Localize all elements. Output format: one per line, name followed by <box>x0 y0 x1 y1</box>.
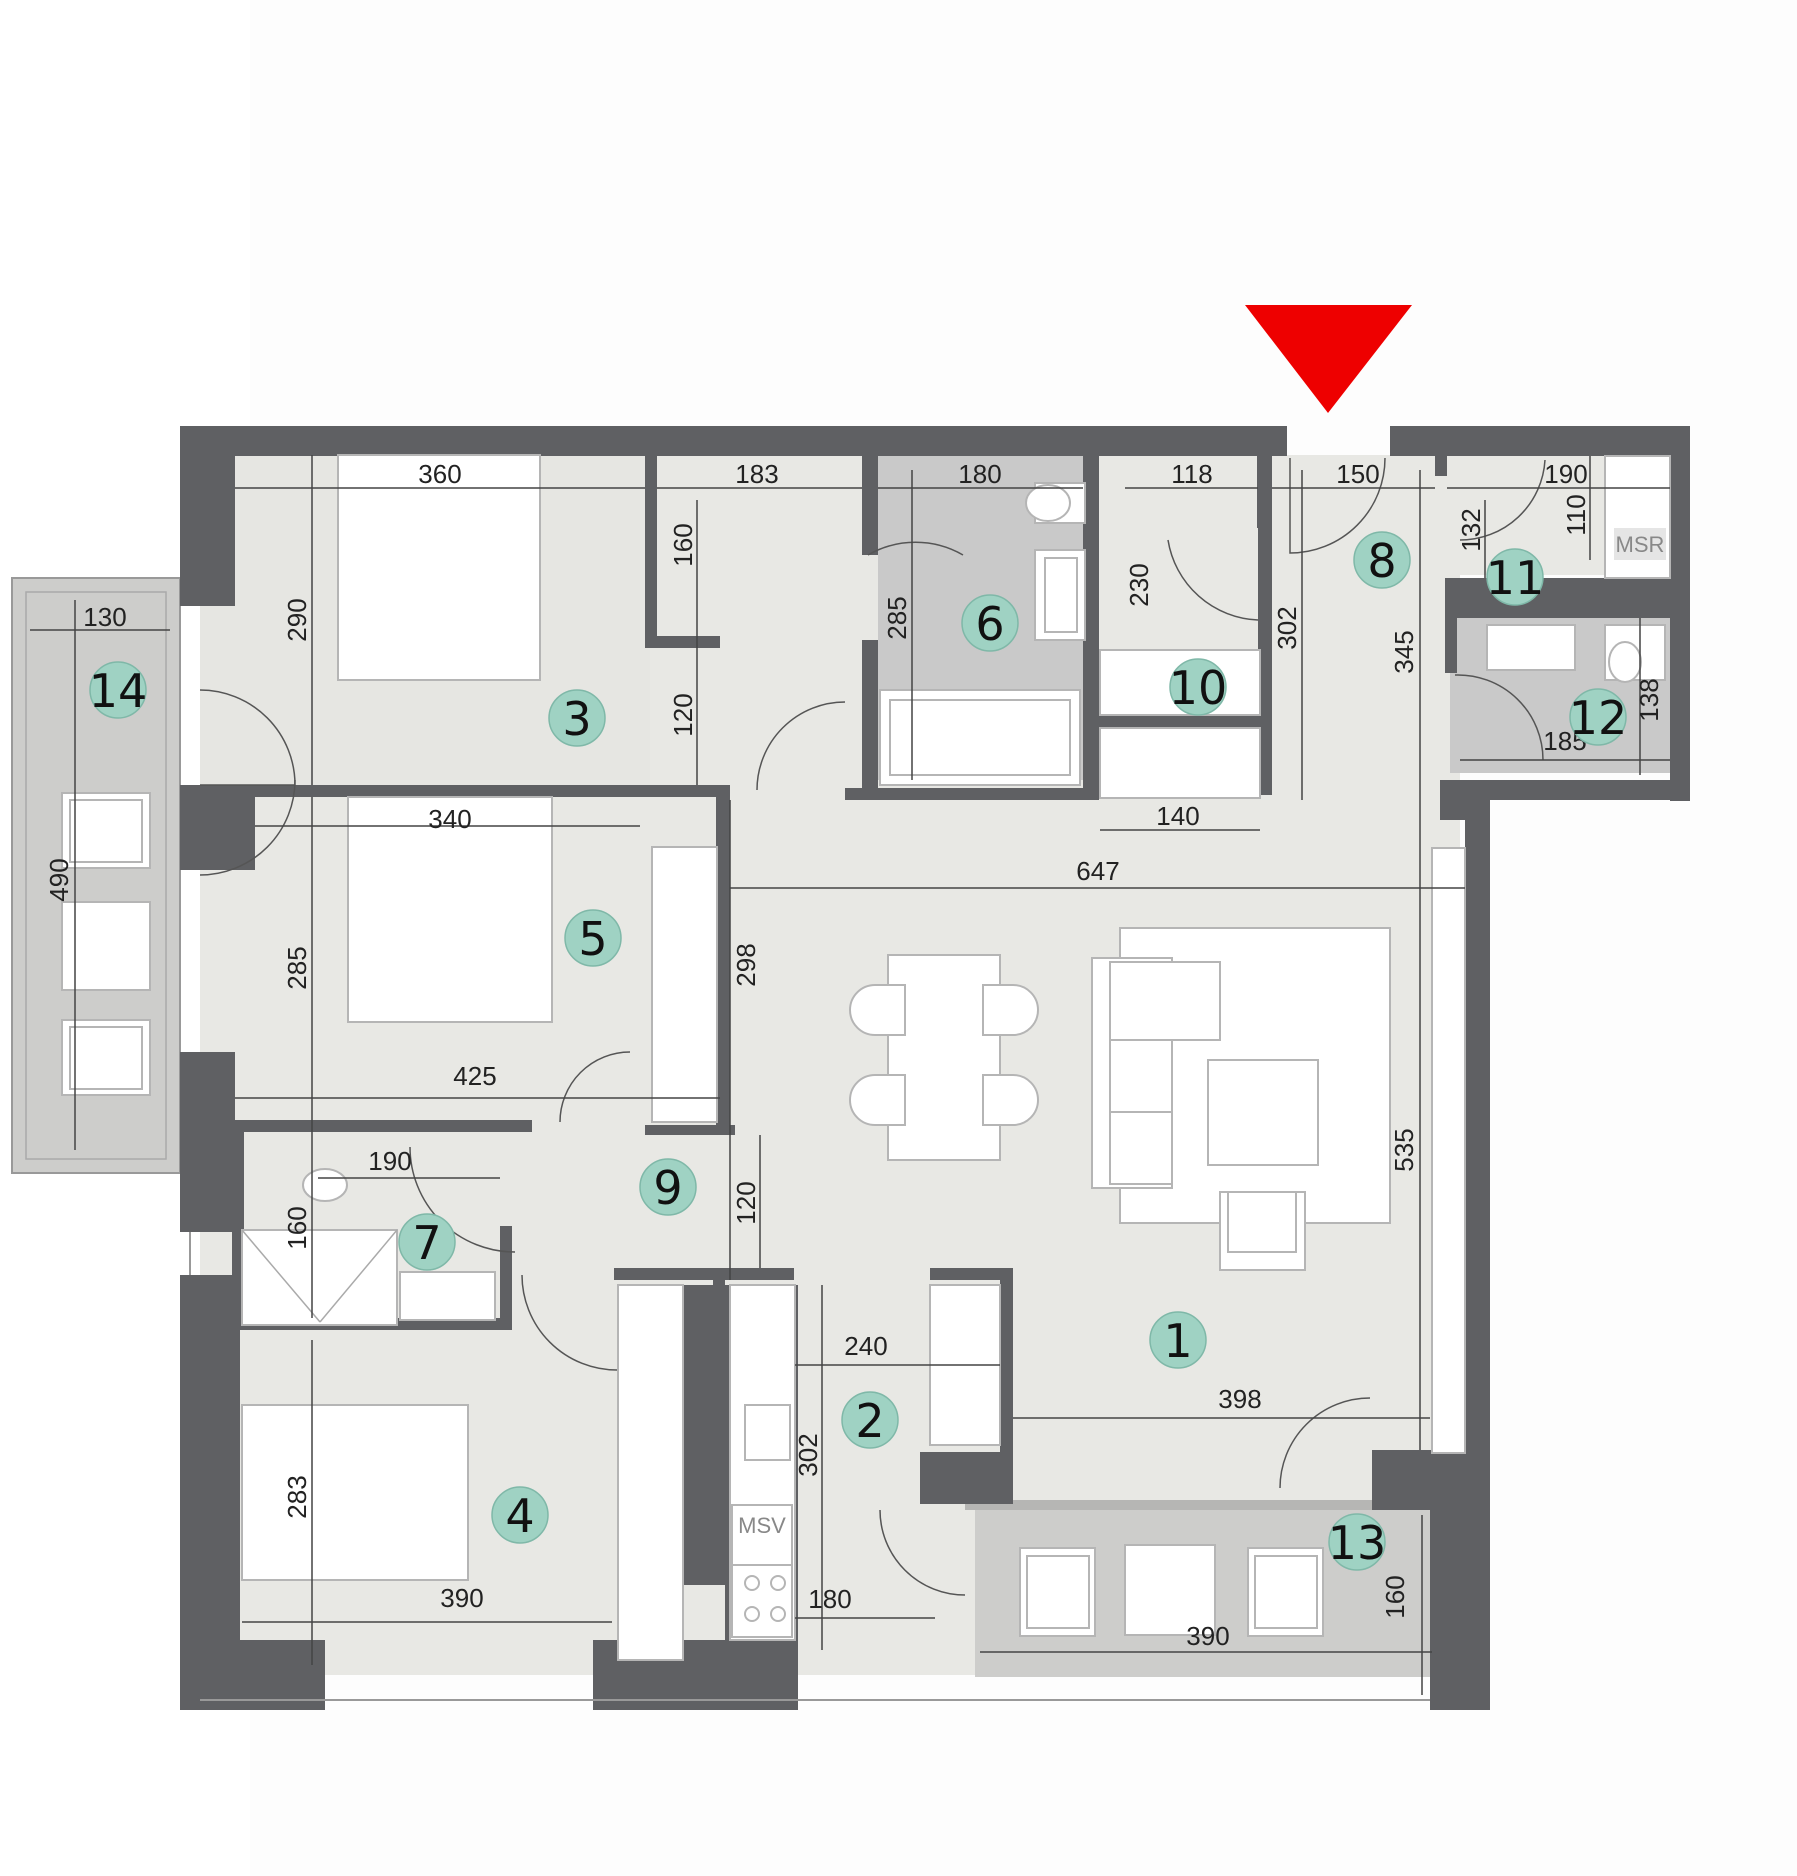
room-number-1: 1 <box>1163 1314 1192 1368</box>
room-number-8: 8 <box>1367 534 1396 588</box>
dim-storage10-width: 118 <box>1171 459 1212 489</box>
dim-room4-depth: 283 <box>282 1475 312 1518</box>
dimension-labels: 360 183 180 118 150 190 130 290 160 120 … <box>44 459 1664 1651</box>
dim-living-width: 647 <box>1076 856 1119 886</box>
room-number-6: 6 <box>975 597 1004 651</box>
dim-corridor-gap: 120 <box>668 693 698 736</box>
room-number-12: 12 <box>1569 691 1628 745</box>
room-badges: 1 2 3 4 5 6 7 8 9 10 11 12 13 14 <box>89 531 1628 1571</box>
dim-bath6-width: 180 <box>958 459 1001 489</box>
walls <box>180 426 1690 1710</box>
dim-storage10-depth: 230 <box>1124 563 1154 606</box>
dim-wc11-width: 190 <box>1544 459 1587 489</box>
furniture <box>61 454 1671 1661</box>
dim-storage-bottom: 140 <box>1156 801 1199 831</box>
room-number-3: 3 <box>562 692 591 746</box>
dim-entrance-depth: 302 <box>1272 606 1302 649</box>
msv-label: MSV <box>738 1513 786 1538</box>
dim-hall9-depth: 120 <box>731 1181 761 1224</box>
dim-msr-depth: 110 <box>1561 494 1591 535</box>
dim-room5-width: 340 <box>428 804 471 834</box>
dim-living-bottom: 398 <box>1218 1384 1261 1414</box>
entrance-arrow-icon <box>1245 305 1412 413</box>
dim-kitchen-bottom: 180 <box>808 1584 851 1614</box>
dim-niche-height: 160 <box>668 523 698 566</box>
dim-kitchen-depth: 302 <box>793 1433 823 1476</box>
dim-terrace13-width: 390 <box>1186 1621 1229 1651</box>
dim-room5-depth: 285 <box>282 946 312 989</box>
dim-kitchen-width: 240 <box>844 1331 887 1361</box>
dim-living-depth: 535 <box>1389 1128 1419 1171</box>
dim-entrance-width: 150 <box>1336 459 1379 489</box>
dimension-lines <box>30 455 1670 1695</box>
dim-corridor-top-width: 183 <box>735 459 778 489</box>
dim-terrace13-depth: 160 <box>1380 1575 1410 1618</box>
room-number-7: 7 <box>412 1216 441 1270</box>
room-number-14: 14 <box>89 664 148 718</box>
dim-balcony14-width: 130 <box>83 602 126 632</box>
dim-wardrobe-depth: 298 <box>731 943 761 986</box>
room-number-4: 4 <box>505 1489 534 1543</box>
dim-room3-depth: 290 <box>282 598 312 641</box>
dim-wc7-depth: 160 <box>282 1206 312 1249</box>
room-number-2: 2 <box>855 1394 884 1448</box>
msr-label: MSR <box>1616 532 1665 557</box>
dim-room4-width: 390 <box>440 1583 483 1613</box>
dim-room5-bottom: 425 <box>453 1061 496 1091</box>
room-number-10: 10 <box>1169 661 1228 715</box>
dim-balcony14-depth: 490 <box>44 858 74 901</box>
dim-hall-depth: 345 <box>1389 630 1419 673</box>
dim-room3-width: 360 <box>418 459 461 489</box>
dim-wc7-width: 190 <box>368 1146 411 1176</box>
room-number-11: 11 <box>1486 551 1545 605</box>
room-number-13: 13 <box>1328 1516 1387 1570</box>
room-number-5: 5 <box>578 912 607 966</box>
room-number-9: 9 <box>653 1161 682 1215</box>
dim-bath6-depth: 285 <box>882 596 912 639</box>
dim-wc11-depth: 132 <box>1456 508 1486 551</box>
dim-bath12-depth: 138 <box>1634 678 1664 721</box>
doors <box>189 457 1546 1701</box>
